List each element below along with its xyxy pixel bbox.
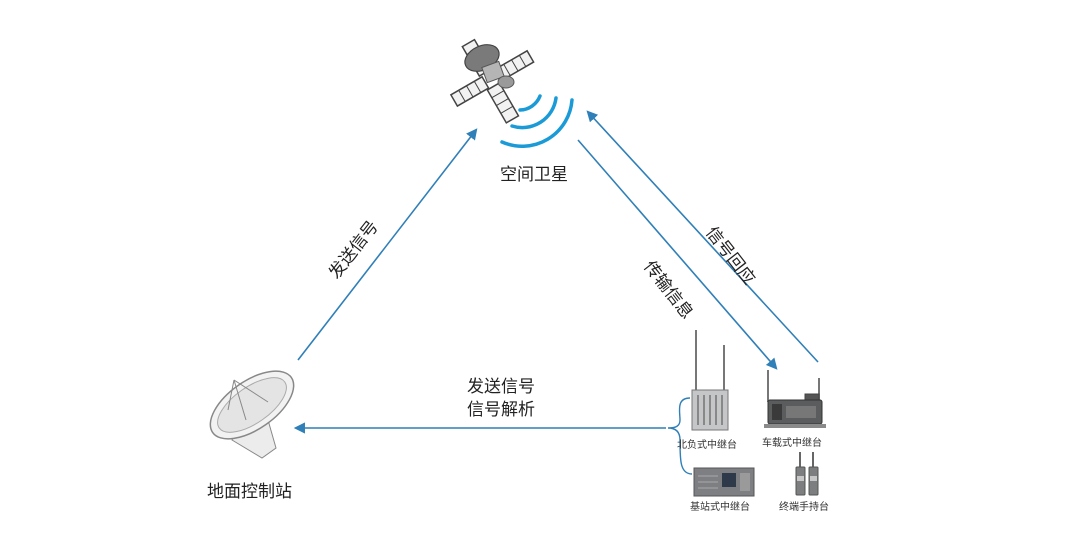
base-station-repeater-label: 基站式中继台 xyxy=(690,502,750,513)
ground-station-label: 地面控制站 xyxy=(207,482,292,502)
handheld-radio-icon xyxy=(795,452,819,496)
backpack-repeater-label: 北负式中继台 xyxy=(677,440,737,451)
satellite-label: 空间卫星 xyxy=(500,165,568,185)
arrow-ground-to-satellite xyxy=(297,128,478,361)
vehicle-repeater-icon xyxy=(764,370,826,428)
satellite-icon xyxy=(449,38,535,124)
vehicle-repeater-label: 车载式中继台 xyxy=(762,438,822,449)
base-station-repeater-icon xyxy=(693,467,755,497)
edge-label-terminal-to-ground-line2: 信号解析 xyxy=(467,400,535,420)
signal-waves-icon xyxy=(500,94,574,148)
arrow-satellite-to-terminal xyxy=(577,139,778,370)
handheld-terminal-label: 终端手持台 xyxy=(779,502,829,513)
satellite-dish-icon xyxy=(209,370,295,459)
arrow-terminal-to-satellite xyxy=(586,110,819,363)
backpack-repeater-icon xyxy=(691,330,729,431)
edge-label-terminal-to-ground-line1: 发送信号 xyxy=(467,377,535,397)
repeater-group-brace xyxy=(667,397,693,475)
